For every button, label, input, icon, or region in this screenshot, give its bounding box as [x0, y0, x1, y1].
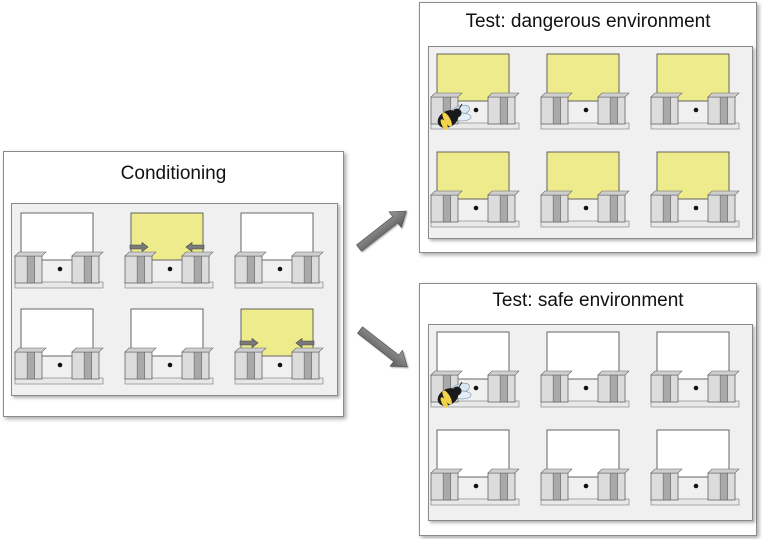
bee-icon — [437, 381, 472, 408]
arrow-icon — [356, 210, 407, 252]
arrow-icon — [357, 326, 408, 368]
safe-title: Test: safe environment — [492, 290, 684, 311]
flower-feeder-icon — [124, 308, 214, 385]
arrow-icon — [129, 241, 205, 253]
flower-feeder-icon — [650, 53, 740, 130]
flower-feeder-icon — [650, 331, 740, 408]
flower-feeder-icon — [14, 212, 104, 289]
flower-feeder-icon — [540, 151, 630, 228]
flower-feeder-icon — [540, 53, 630, 130]
conditioning-title: Conditioning — [120, 163, 227, 184]
bee-icon — [437, 103, 472, 130]
flower-feeder-icon — [14, 308, 104, 385]
flower-feeder-icon — [234, 212, 324, 289]
flower-feeder-icon — [540, 429, 630, 506]
flower-feeder-icon — [540, 331, 630, 408]
flower-feeder-icon — [430, 151, 520, 228]
flower-feeder-icon — [430, 429, 520, 506]
flower-feeder-icon — [650, 429, 740, 506]
flower-feeder-icon — [430, 331, 520, 408]
flower-feeder-icon — [430, 53, 520, 130]
dangerous-title: Test: dangerous environment — [465, 11, 711, 32]
arrow-icon — [239, 337, 315, 349]
flower-feeder-icon — [650, 151, 740, 228]
flower-feeder-icon — [124, 212, 214, 289]
flower-feeder-icon — [234, 308, 324, 385]
